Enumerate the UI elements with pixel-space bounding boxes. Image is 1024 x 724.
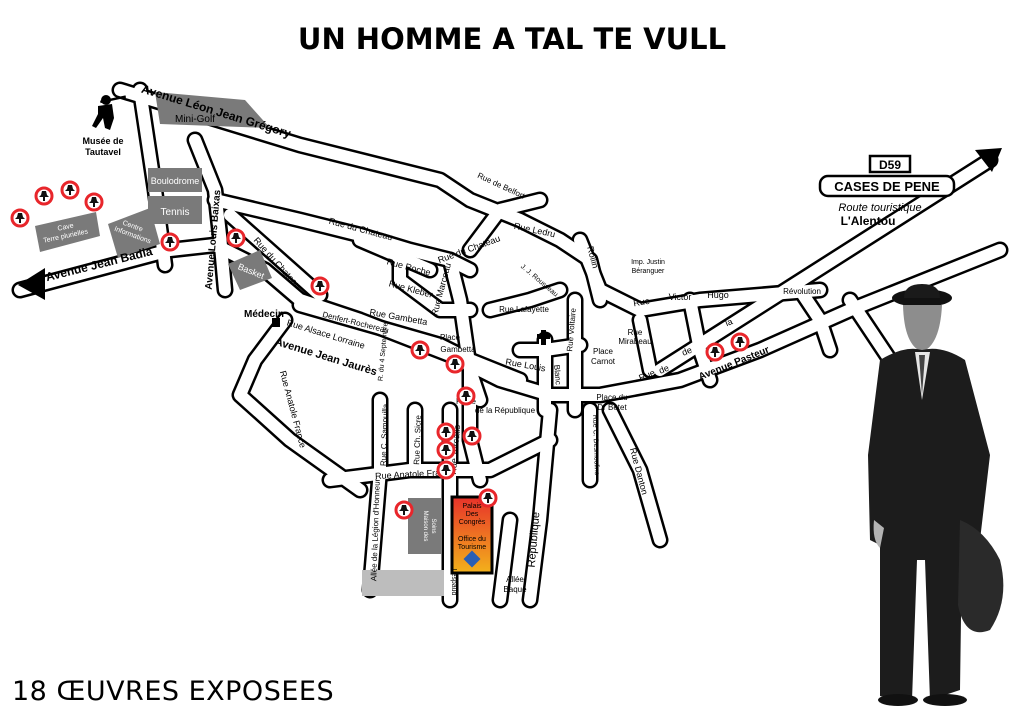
road-sign: D59 CASES DE PENE Route touristique L'Al…	[818, 154, 956, 228]
artwork-marker-icon[interactable]	[160, 232, 180, 252]
artwork-marker-icon[interactable]	[705, 342, 725, 362]
place-betet-2: Dr Betet	[597, 403, 627, 412]
street-la: la	[724, 316, 734, 328]
place-carnot-1: Place	[593, 347, 614, 356]
palais-label-1: Palais	[462, 503, 482, 510]
street-de: de	[680, 345, 693, 358]
place-republique-2: de la République	[475, 406, 536, 415]
office-label-1: Office du	[458, 536, 486, 543]
tourism-logo-icon	[463, 550, 481, 568]
place-gambetta-2: Gambetta	[440, 345, 476, 354]
maison-label-1: Maison des	[422, 511, 428, 542]
artwork-marker-icon[interactable]	[456, 386, 476, 406]
street-legion: Allée de la Légion d'Honneur	[369, 478, 382, 581]
palais-label-3: Congrès	[459, 519, 486, 526]
artwork-marker-icon[interactable]	[10, 208, 30, 228]
artwork-markers	[10, 180, 750, 520]
maison-label-2: Soins	[430, 518, 436, 533]
medecin-label: Médecin	[244, 309, 284, 320]
place-gambetta-1: Place	[440, 333, 461, 342]
street-mirabeau-2: Mirabeau	[618, 337, 651, 346]
place-betet-1: Place du	[596, 393, 627, 402]
caveman-icon	[92, 95, 127, 130]
artwork-marker-icon[interactable]	[436, 460, 456, 480]
cave-label-1: Cave	[57, 222, 75, 232]
allee-baque-1: Allée	[506, 575, 524, 584]
street-republique: République	[526, 511, 543, 567]
palais-label-2: Des	[466, 511, 479, 518]
artwork-marker-icon[interactable]	[462, 426, 482, 446]
church-cross-icon	[537, 330, 550, 345]
road-network	[11, 81, 1009, 609]
medecin-icon	[272, 318, 280, 327]
street-samouilla: Rue C. Samouilla	[379, 403, 390, 466]
street-voltaire: Rue Voltaire	[565, 307, 578, 352]
allee-baque-2: Baqué	[503, 585, 527, 594]
artwork-marker-icon[interactable]	[394, 500, 414, 520]
street-rue-de-2: de	[657, 363, 670, 376]
street-blanc: Blanc	[552, 364, 563, 385]
office-label-2: Tourisme	[458, 544, 487, 551]
street-rue-1: Rue	[632, 296, 650, 309]
artwork-marker-icon[interactable]	[445, 354, 465, 374]
artwork-marker-icon[interactable]	[310, 276, 330, 296]
road-sign-sub: Route touristique	[838, 202, 921, 214]
tennis-label: Tennis	[161, 207, 190, 218]
facilities: Mini-Golf Boulodrome Tennis Cave Terre p…	[35, 92, 494, 596]
artwork-marker-icon[interactable]	[84, 192, 104, 212]
place-carnot-2: Carnot	[591, 357, 616, 366]
minigolf-label: Mini-Golf	[175, 114, 215, 125]
street-victor: Victor	[669, 292, 692, 302]
street-desmoulins: Rue C. Desmoulins	[591, 415, 600, 476]
west-arrow-icon	[18, 268, 45, 300]
boulodrome-label: Boulodrome	[151, 176, 200, 186]
musee-label-1: Musée de	[82, 136, 123, 146]
artwork-marker-icon[interactable]	[436, 422, 456, 442]
street-lafayette: Rue Lafayette	[499, 305, 549, 314]
artwork-marker-icon[interactable]	[436, 440, 456, 460]
artwork-marker-icon[interactable]	[226, 228, 246, 248]
street-anatole-h: Rue Anatole France	[375, 467, 455, 481]
street-mirabeau-1: Rue	[628, 328, 643, 337]
street-sicre: Rue Ch. Sicre	[412, 414, 423, 465]
impasse-1: Imp. Justin	[631, 259, 665, 266]
exhibit-count-footer: 18 ŒUVRES EXPOSEES	[12, 676, 335, 707]
man-silhouette-illustration	[868, 284, 1004, 706]
road-sign-code: D59	[879, 158, 901, 172]
northeast-arrow-icon	[975, 148, 1002, 172]
road-sign-name: CASES DE PENE	[834, 179, 940, 194]
artwork-marker-icon[interactable]	[410, 340, 430, 360]
artwork-marker-icon[interactable]	[730, 332, 750, 352]
map-title: UN HOMME A TAL TE VULL	[297, 22, 727, 56]
musee-label-2: Tautavel	[85, 147, 121, 157]
artwork-marker-icon[interactable]	[478, 488, 498, 508]
impasse-2: Béranguer	[632, 268, 665, 275]
artwork-marker-icon[interactable]	[60, 180, 80, 200]
road-sign-sub2: L'Alentou	[841, 214, 896, 228]
artwork-marker-icon[interactable]	[34, 186, 54, 206]
street-espaud: Lespaud	[450, 569, 457, 596]
street-hugo: Hugo	[707, 290, 729, 300]
street-revolution: Révolution	[783, 287, 821, 296]
